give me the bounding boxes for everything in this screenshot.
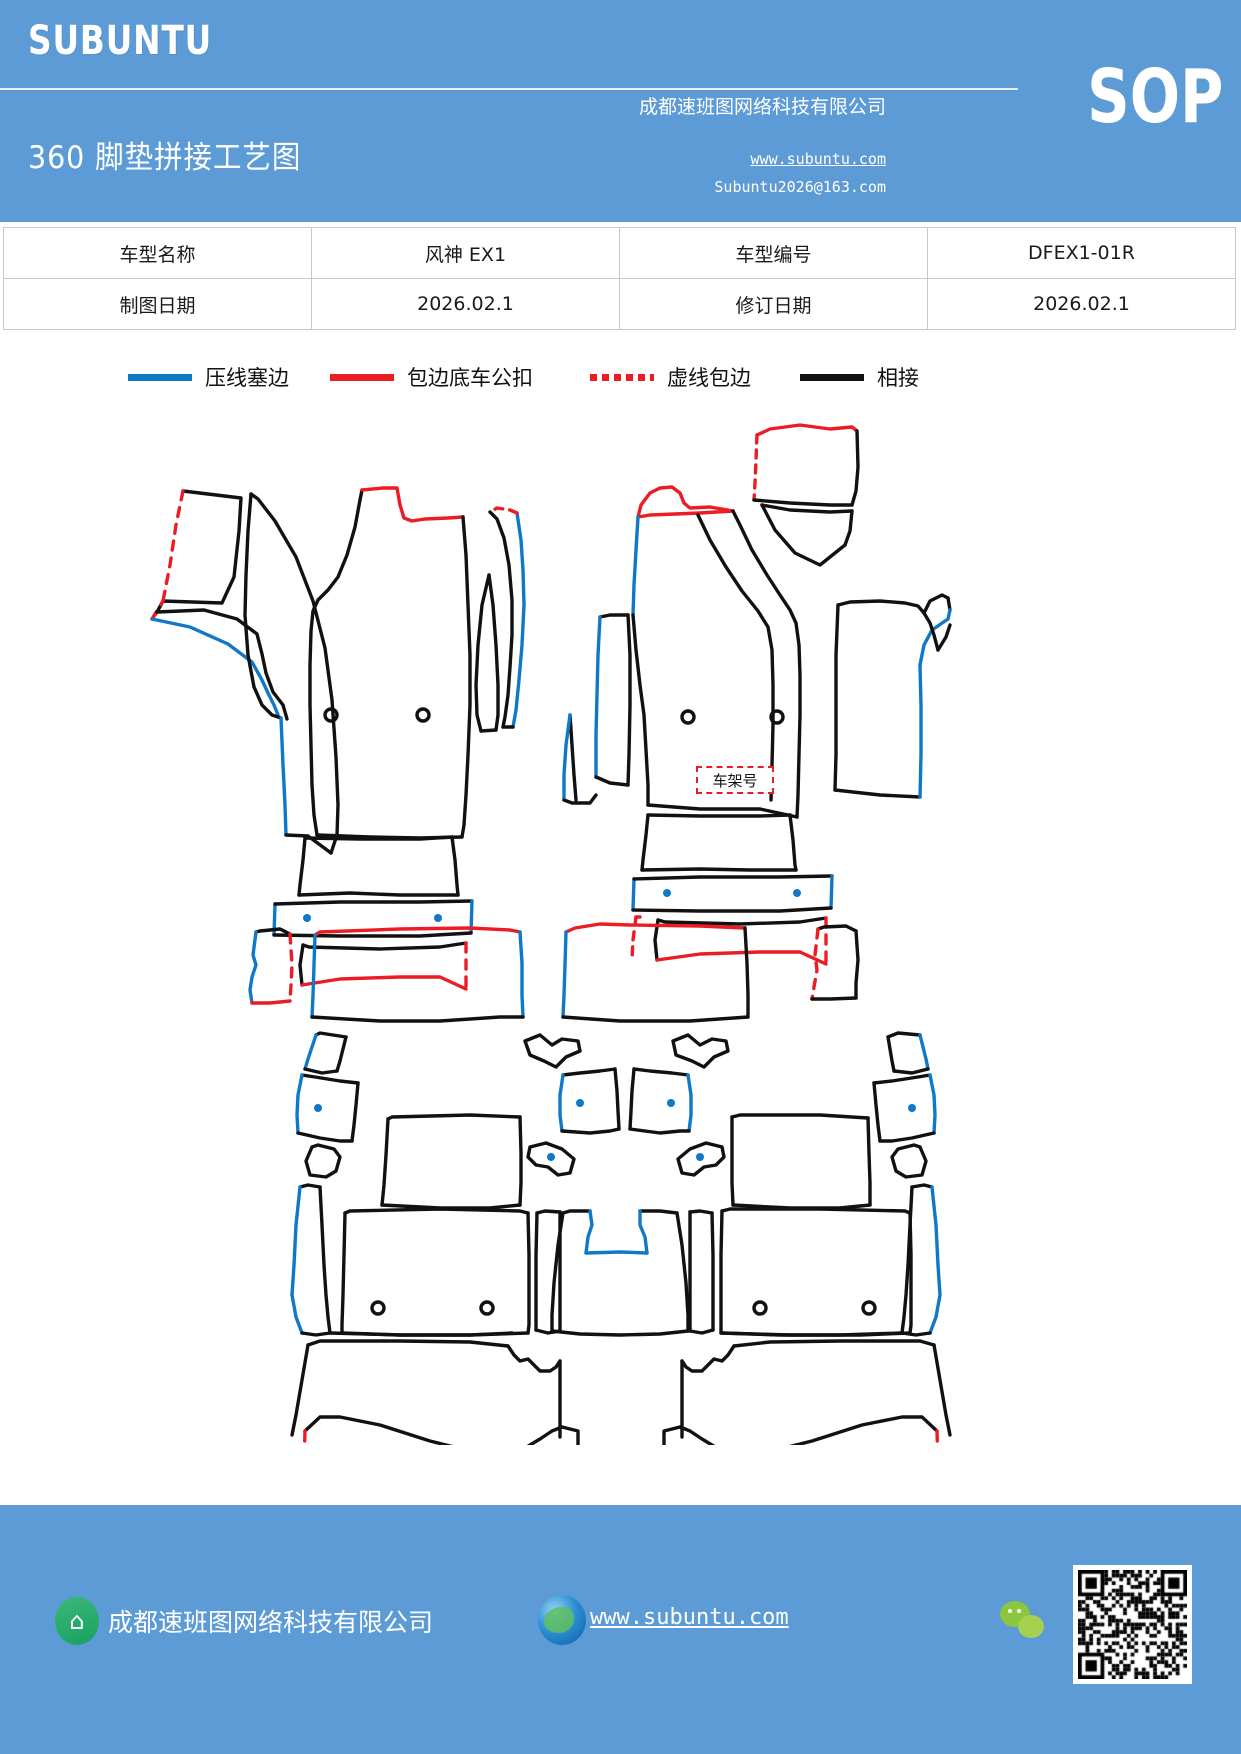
legend-item-press-line: 压线塞边 — [128, 356, 289, 398]
header-website-link[interactable]: www.subuntu.com — [750, 150, 886, 168]
cell-draw-date-value: 2026.02.1 — [310, 278, 620, 330]
brand-logo: SUBUNTU — [28, 18, 213, 64]
table-row: 车型名称 风神 EX1 车型编号 DFEX1-01R — [3, 227, 1237, 279]
page-title: 360 脚垫拼接工艺图 — [28, 140, 302, 176]
globe-icon — [538, 1595, 586, 1645]
cell-model-code-value: DFEX1-01R — [926, 227, 1237, 279]
front-right-set — [562, 423, 952, 1001]
legend-swatch-blue-line-icon — [128, 373, 192, 381]
cell-model-code-label: 车型编号 — [618, 227, 928, 279]
table-row: 制图日期 2026.02.1 修订日期 2026.02.1 — [3, 278, 1237, 330]
legend-swatch-red-dotted-line-icon — [590, 373, 654, 381]
header-divider — [0, 88, 1018, 90]
wechat-icon — [1000, 1601, 1048, 1643]
legend-label: 相接 — [877, 366, 919, 390]
legend-item-dashed-binding: 虚线包边 — [590, 356, 751, 398]
footer-company-name: 成都速班图网络科技有限公司 — [108, 1610, 434, 1637]
legend-label: 虚线包边 — [667, 366, 751, 390]
cell-revision-date-label: 修订日期 — [618, 278, 928, 330]
legend-item-joint: 相接 — [800, 356, 919, 398]
rear-set — [290, 922, 952, 1439]
sop-badge: SOP — [1086, 54, 1223, 140]
logo-building-glyph: ⌂ — [69, 1607, 85, 1635]
legend-swatch-black-line-icon — [800, 373, 864, 381]
cell-model-name-label: 车型名称 — [3, 227, 312, 279]
footer-website-link[interactable]: www.subuntu.com — [590, 1605, 789, 1630]
cell-model-name-value: 风神 EX1 — [310, 227, 620, 279]
pattern-svg — [150, 423, 952, 1445]
legend: 压线塞边 包边底车公扣 虚线包边 相接 — [0, 356, 1241, 398]
wechat-bubble-small — [1018, 1615, 1044, 1638]
page-footer: ⌂ 成都速班图网络科技有限公司 www.subuntu.com — [0, 1505, 1241, 1754]
cell-draw-date-label: 制图日期 — [3, 278, 312, 330]
legend-swatch-red-line-icon — [330, 373, 394, 381]
front-left-set — [150, 486, 526, 1005]
legend-label: 包边底车公扣 — [407, 366, 533, 390]
legend-item-binding-buckle: 包边底车公扣 — [330, 356, 533, 398]
trunk-pieces — [302, 1415, 940, 1445]
header-company-name: 成都速班图网络科技有限公司 — [638, 97, 886, 118]
vin-label-box: 车架号 — [696, 766, 774, 794]
company-logo-icon: ⌂ — [55, 1597, 99, 1645]
vin-label-text: 车架号 — [712, 773, 758, 790]
cell-revision-date-value: 2026.02.1 — [926, 278, 1237, 330]
header-email: Subuntu2026@163.com — [714, 178, 886, 196]
page-header: SUBUNTU 360 脚垫拼接工艺图 SOP 成都速班图网络科技有限公司 ww… — [0, 0, 1241, 222]
floor-mat-pattern-drawing: 车架号 — [0, 405, 1241, 1445]
vehicle-info-table: 车型名称 风神 EX1 车型编号 DFEX1-01R 制图日期 2026.02.… — [3, 227, 1237, 330]
legend-label: 压线塞边 — [205, 366, 289, 390]
qr-code — [1073, 1565, 1192, 1684]
